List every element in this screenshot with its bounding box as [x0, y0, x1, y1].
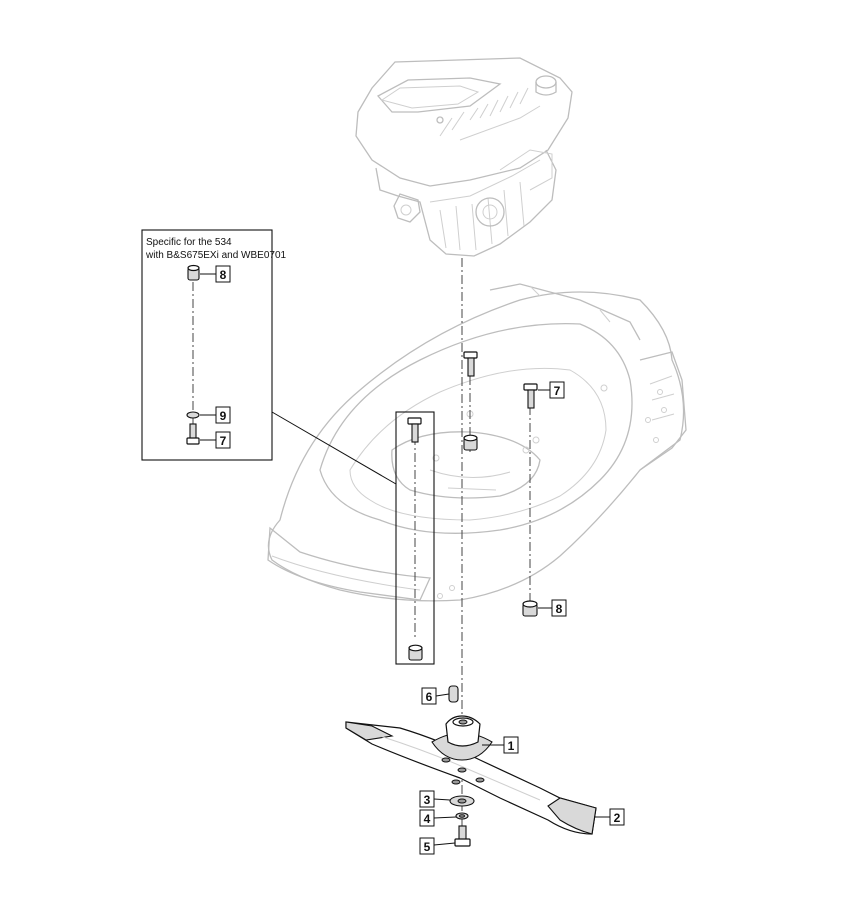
blade-bolt: [454, 825, 471, 847]
callout-4: 4: [419, 809, 457, 827]
callout-7-inset: 7: [200, 431, 231, 449]
large-washer: [449, 795, 475, 807]
callout-8-inset: 8: [200, 265, 231, 283]
callout-3: 3: [419, 790, 451, 808]
callout-9: 9: [200, 406, 231, 424]
svg-text:8: 8: [556, 602, 563, 616]
svg-text:4: 4: [424, 812, 431, 826]
svg-text:8: 8: [220, 268, 227, 282]
engine-outline: [355, 57, 573, 257]
center-mount-nut: [463, 434, 478, 451]
inset-connector-line: [271, 411, 397, 485]
column-nut: [408, 644, 423, 661]
svg-text:1: 1: [508, 739, 515, 753]
inset-washer: [186, 411, 200, 419]
callout-5: 5: [419, 837, 456, 855]
engine-mount-bolt-right: [523, 383, 538, 409]
highlight-column-box: [395, 411, 435, 665]
callout-6: 6: [421, 687, 450, 705]
svg-text:3: 3: [424, 793, 431, 807]
svg-text:7: 7: [554, 384, 561, 398]
inset-detail-box: Specific for the 534 with B&S675EXi and …: [141, 229, 287, 461]
key: [448, 685, 459, 703]
svg-text:7: 7: [220, 434, 227, 448]
column-bolt: [407, 417, 422, 443]
callout-1: 1: [482, 736, 519, 754]
spring-washer: [455, 812, 469, 820]
engine-mount-bolt-left: [463, 351, 478, 377]
inset-bolt: [186, 423, 200, 445]
svg-text:6: 6: [426, 690, 433, 704]
inset-spacer-nut: [187, 264, 200, 281]
svg-text:5: 5: [424, 840, 431, 854]
svg-text:2: 2: [614, 811, 621, 825]
callout-7: 7: [538, 381, 565, 399]
svg-text:9: 9: [220, 409, 227, 423]
blade-adapter: [431, 715, 493, 761]
inset-title-line1: Specific for the 534: [146, 237, 232, 248]
callout-8: 8: [538, 599, 567, 617]
spacer-nut: [522, 600, 538, 617]
callout-2: 2: [594, 808, 625, 826]
inset-title-line2: with B&S675EXi and WBE0701: [145, 250, 287, 261]
